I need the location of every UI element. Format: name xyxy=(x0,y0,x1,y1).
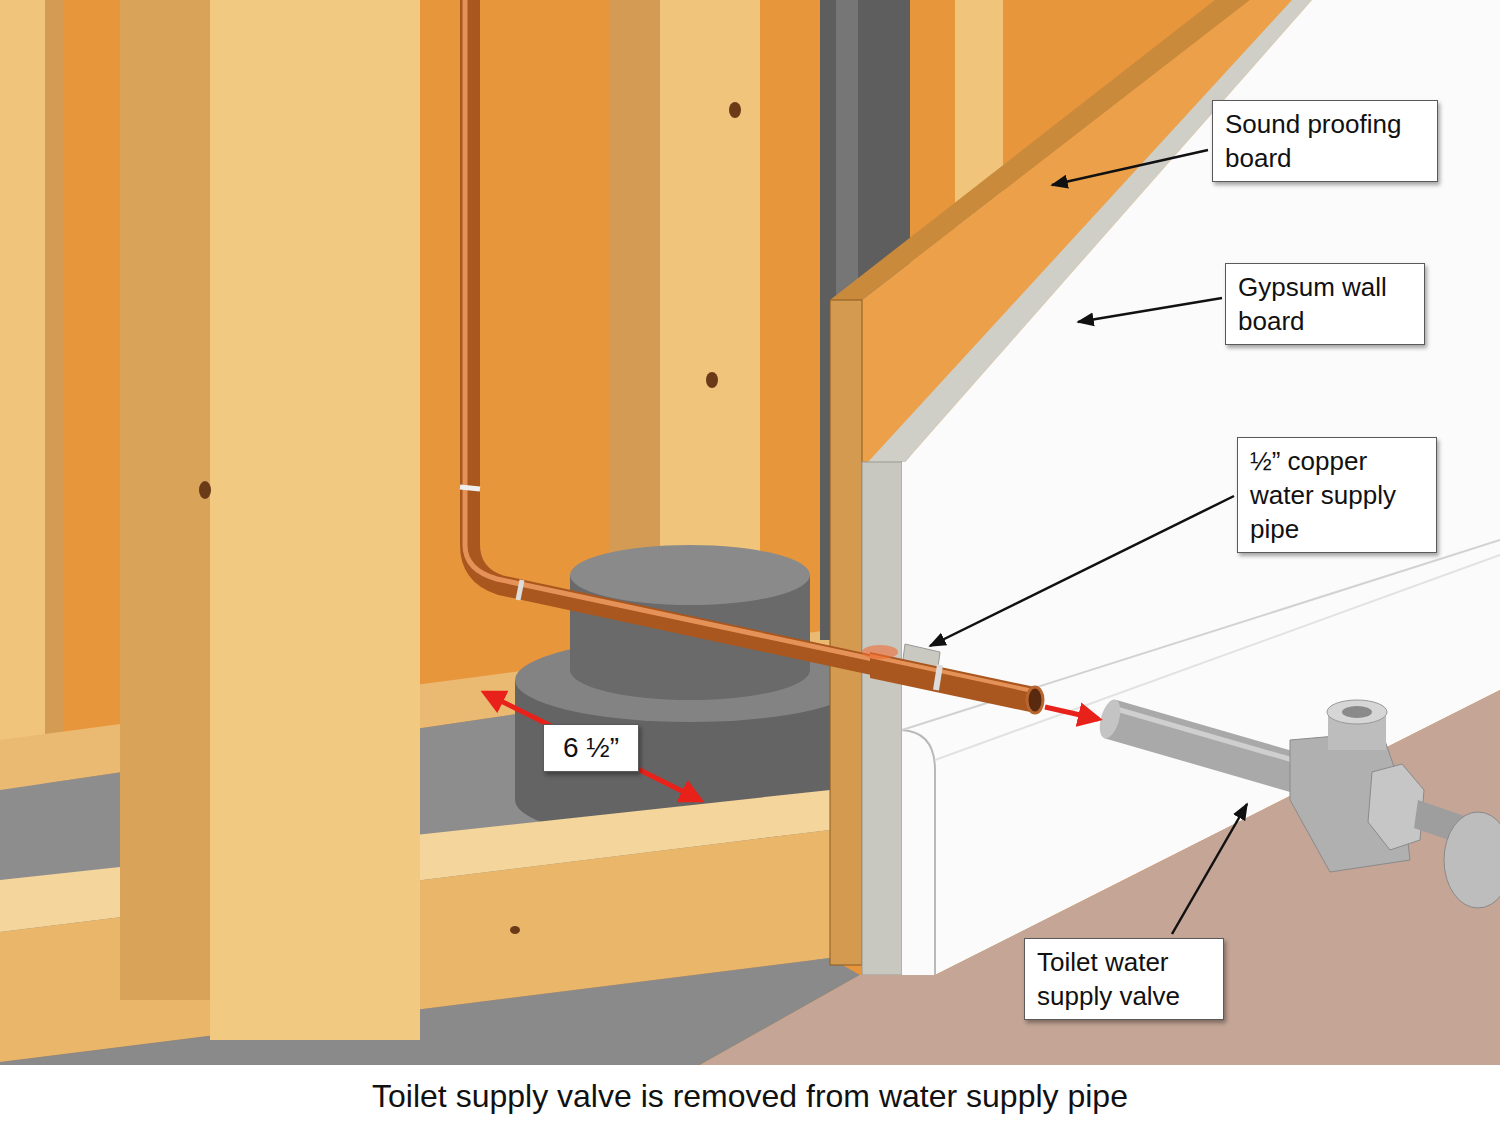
stud-side xyxy=(120,0,210,1000)
insulation-back xyxy=(0,0,1500,1065)
wood-knot xyxy=(510,926,520,934)
callout-label: Gypsum wall board xyxy=(1238,270,1412,338)
valve-nut xyxy=(1368,764,1424,850)
pipe-fitting xyxy=(518,580,522,600)
valve-stub xyxy=(1104,700,1305,793)
callout-label: ½” copper water supply pipe xyxy=(1250,444,1424,546)
toilet-flange-top xyxy=(570,545,810,605)
valve-handle xyxy=(1444,812,1500,908)
floor xyxy=(700,690,1500,1065)
valve-outlet-top xyxy=(1327,700,1387,724)
pipe-fitting xyxy=(936,665,940,690)
leader-line xyxy=(1172,804,1247,934)
copper-pipe xyxy=(470,0,1035,700)
callout-box: ½” copper water supply pipe xyxy=(1237,437,1437,553)
solder-glow xyxy=(862,645,898,659)
callout-box: Gypsum wall board xyxy=(1225,263,1425,345)
dimension-box: 6 ½” xyxy=(543,724,639,772)
dimension-label: 6 ½” xyxy=(556,731,626,765)
leader-line xyxy=(1052,150,1208,185)
wood-knot xyxy=(706,372,718,388)
callout-label: Sound proofing board xyxy=(1225,107,1425,175)
pipe-end xyxy=(1027,687,1043,713)
leader-line xyxy=(1078,298,1222,322)
callout-box: Toilet water supply valve xyxy=(1024,938,1224,1020)
copper-pipe xyxy=(870,652,1035,713)
copper-pipe-highlight xyxy=(465,0,1032,693)
baseboard-line xyxy=(935,555,1500,760)
dimension-arrow xyxy=(485,693,700,800)
callout-box: Sound proofing board xyxy=(1212,100,1438,182)
pipe-tie xyxy=(460,487,480,489)
gypsum-edge xyxy=(862,462,902,975)
wood-knot xyxy=(729,102,741,118)
valve-outlet-hole xyxy=(1342,706,1372,718)
valve-stub-end xyxy=(1096,697,1124,740)
gypsum-face xyxy=(902,0,1500,975)
copper-pipe-highlight xyxy=(870,656,1033,691)
soundproof-edge xyxy=(830,300,862,965)
callout-label: Toilet water supply valve xyxy=(1037,945,1211,1013)
removal-arrow xyxy=(1045,707,1098,719)
wood-knot xyxy=(199,481,211,499)
stud-front xyxy=(210,0,420,1040)
leader-line xyxy=(930,496,1234,646)
valve-highlight xyxy=(1113,708,1303,763)
baseboard-edge xyxy=(902,730,935,975)
caption: Toilet supply valve is removed from wate… xyxy=(0,1076,1500,1116)
